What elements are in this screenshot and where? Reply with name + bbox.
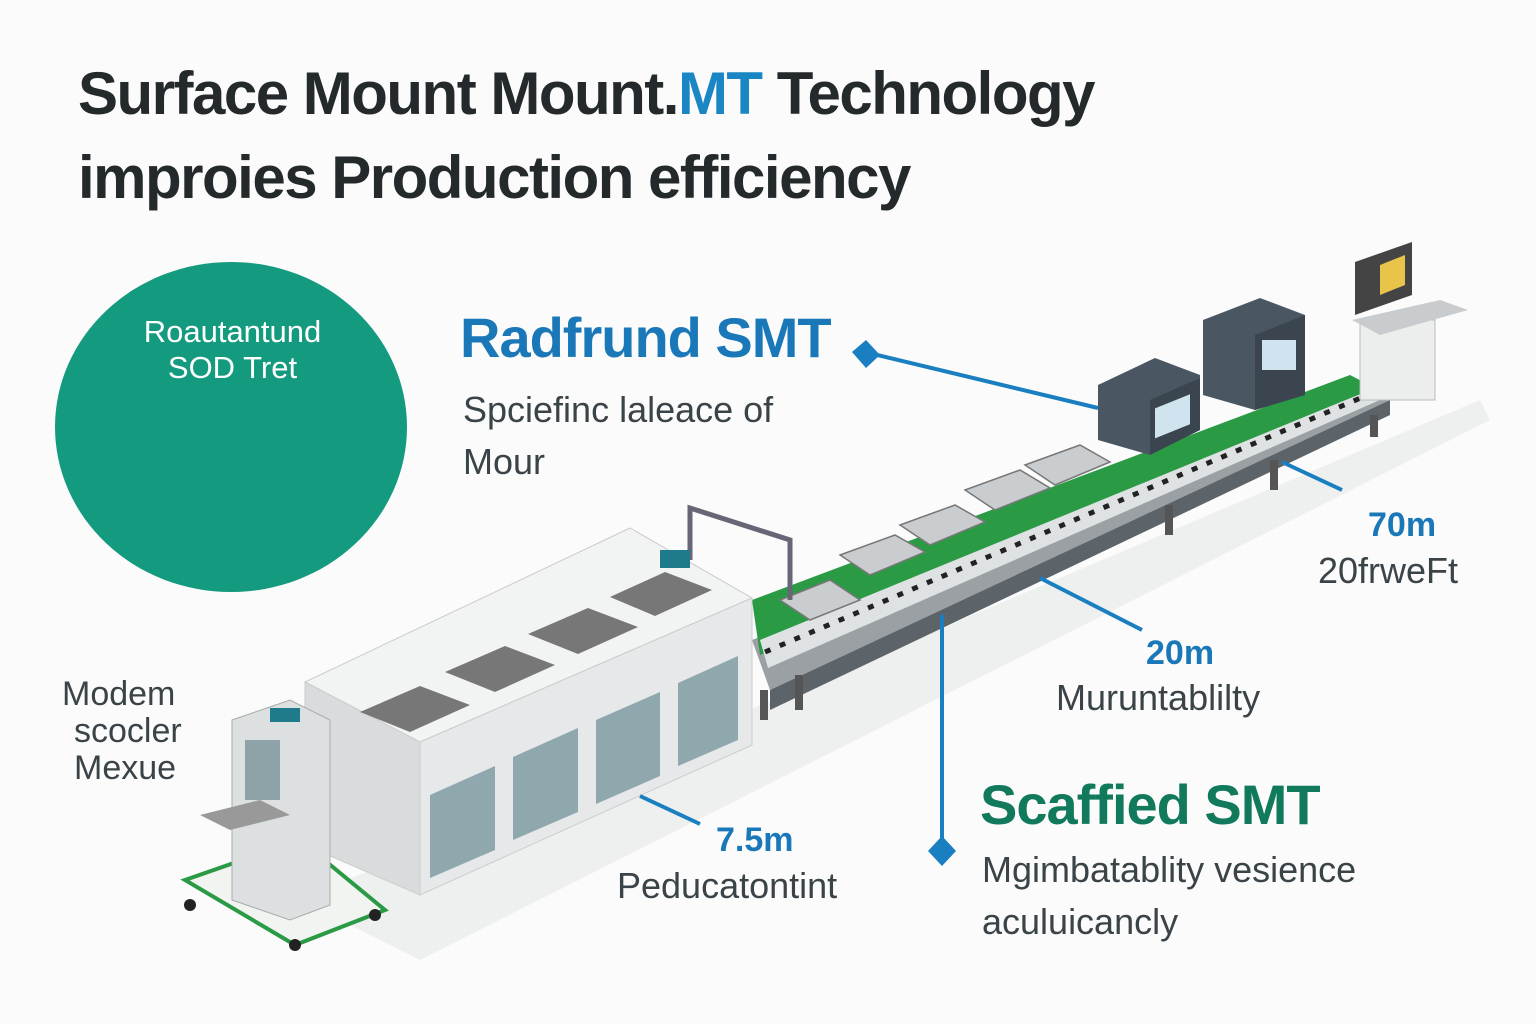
pcb-trays — [778, 444, 1112, 621]
label-muruntablilty: Muruntablilty — [1056, 677, 1261, 718]
label-20frweft: 20frweFt — [1318, 550, 1459, 591]
floor-shadow — [300, 400, 1490, 960]
title-line-2: improies Production efficiency — [78, 144, 911, 211]
measure-7-5m: 7.5m — [716, 821, 794, 859]
label-peducatontint: Peducatontint — [617, 865, 838, 906]
page-title: Surface Mount Mount.MT Technology improi… — [78, 52, 1096, 220]
modem-label: Modem scocler Mexue — [62, 675, 182, 787]
placement-machines — [1098, 298, 1305, 455]
reflow-oven — [303, 504, 793, 896]
loader-machine — [180, 699, 389, 951]
conveyor — [752, 375, 1390, 720]
laptop-station — [1352, 242, 1468, 401]
scaffied-heading: Scaffied SMT — [980, 773, 1321, 836]
radfrund-description: Spciefinc laleace of Mour — [463, 389, 774, 482]
callout-lines — [639, 340, 1343, 866]
title-accent: MT — [677, 60, 763, 127]
badge-circle — [55, 262, 407, 592]
radfrund-heading: Radfrund SMT — [460, 306, 832, 369]
title-line-1: Surface Mount Mount.MT Technology — [78, 60, 1096, 127]
badge-text: Roautantund SOD Tret — [143, 314, 322, 385]
scaffied-description: Mgimbatablity vesience aculuicancly — [982, 849, 1357, 942]
measure-70m: 70m — [1368, 506, 1437, 544]
measure-20m: 20m — [1146, 634, 1215, 672]
